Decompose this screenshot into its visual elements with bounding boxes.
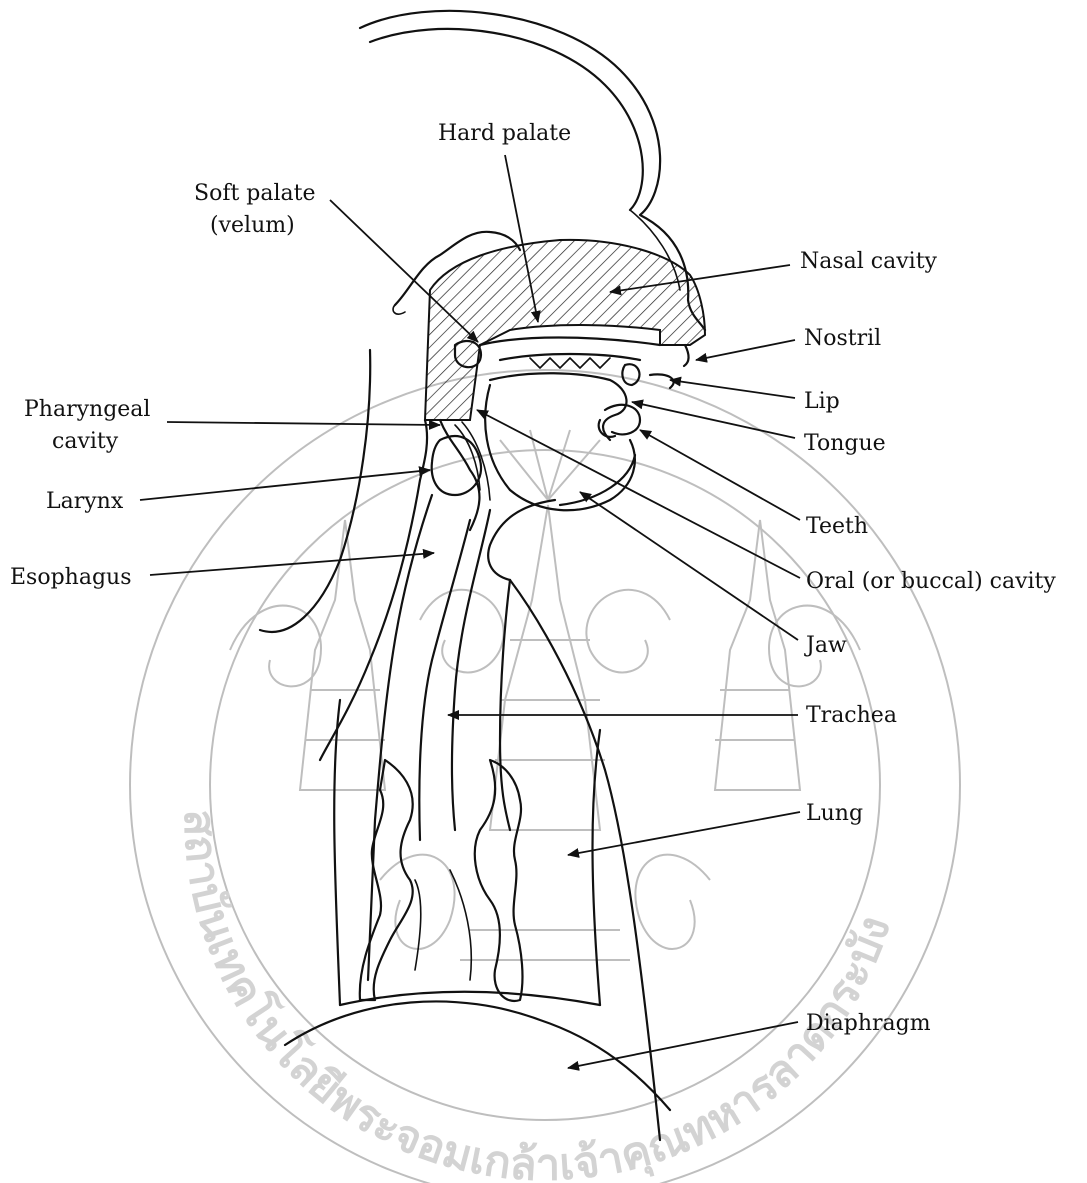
label-hard-palate: Hard palate (438, 121, 571, 146)
leader-nostril (696, 340, 795, 360)
leader-larynx (140, 470, 430, 500)
watermark-seal: สถาบันเทคโนโลยีพระจอมเกล้าเจ้าคุณทหารลาด… (130, 370, 960, 1183)
leader-lung (568, 812, 800, 855)
label-tongue: Tongue (804, 431, 886, 456)
label-pharyngeal-line2: cavity (52, 429, 119, 454)
nasal-cavity-region (393, 232, 705, 420)
label-nostril: Nostril (804, 326, 881, 351)
label-diaphragm: Diaphragm (806, 1011, 931, 1036)
label-trachea: Trachea (806, 703, 897, 728)
label-nasal-cavity: Nasal cavity (800, 249, 938, 274)
label-soft-palate-line2: (velum) (210, 213, 295, 238)
label-jaw: Jaw (804, 633, 847, 658)
leader-oral-cavity (477, 410, 800, 578)
label-teeth: Teeth (806, 514, 868, 539)
leader-pharyngeal (167, 422, 440, 425)
label-lung: Lung (806, 801, 863, 826)
airway-structures (260, 350, 660, 1140)
leader-tongue (632, 402, 795, 438)
label-pharyngeal-line1: Pharyngeal (24, 397, 150, 422)
label-larynx: Larynx (46, 489, 124, 514)
label-soft-palate-line1: Soft palate (194, 181, 316, 206)
label-lip: Lip (804, 389, 840, 414)
label-esophagus: Esophagus (10, 565, 132, 590)
label-oral-cavity: Oral (or buccal) cavity (806, 569, 1056, 594)
